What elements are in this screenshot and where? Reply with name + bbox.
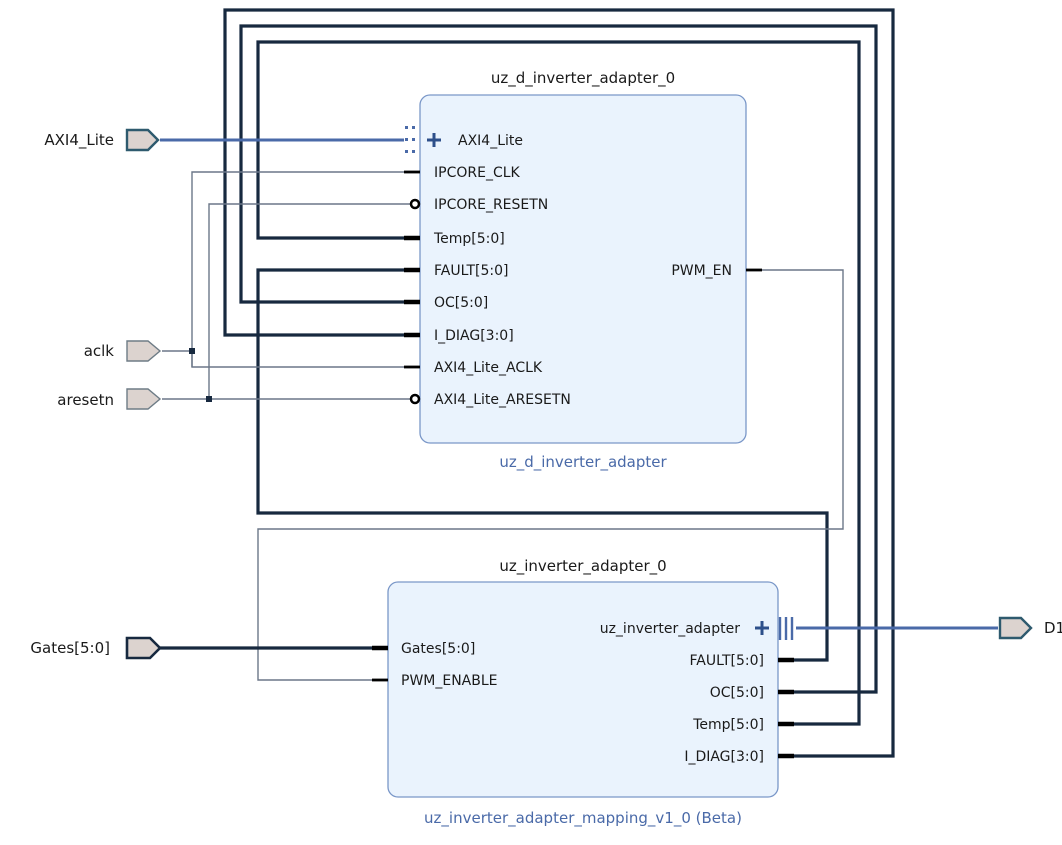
block-instance-name: uz_d_inverter_adapter_0 [491,69,675,88]
pin-label: IPCORE_CLK [434,165,521,181]
pin-oc[interactable]: OC[5:0] [404,295,488,311]
pin-pwm-enable[interactable]: PWM_ENABLE [372,673,498,689]
ext-port-aclk[interactable]: aclk [84,340,162,362]
net-aresetn-to-ipcore-resetn[interactable] [208,203,412,399]
port-label: AXI4_Lite [44,131,114,150]
port-label: D1 [1044,619,1062,637]
pin-fault-out[interactable]: FAULT[5:0] [690,653,794,669]
pin-i-diag[interactable]: I_DIAG[3:0] [404,328,514,344]
block-uz-inverter-adapter-0[interactable]: uz_inverter_adapter_0 uz_inverter_adapte… [372,557,794,828]
port-label: Gates[5:0] [30,639,110,657]
port-label: aresetn [57,391,114,409]
pin-gates[interactable]: Gates[5:0] [372,641,475,657]
block-body[interactable] [387,581,779,798]
net-aclk-to-axi-aclk[interactable] [191,351,416,368]
expand-plus-icon[interactable] [755,621,769,635]
pin-label: FAULT[5:0] [690,653,764,669]
pin-label: PWM_EN [671,263,732,279]
ext-port-d1[interactable]: D1 [998,616,1062,640]
net-pwm-en[interactable] [257,269,844,681]
aresetn-junction [206,396,212,402]
pin-ipcore-clk[interactable]: IPCORE_CLK [404,165,521,181]
block-instance-name: uz_inverter_adapter_0 [499,557,666,576]
interface-bus-connector-icon [778,617,794,640]
expand-plus-icon[interactable] [427,133,441,147]
block-module-name: uz_inverter_adapter_mapping_v1_0 (Beta) [424,809,742,828]
net-temp[interactable] [256,40,861,726]
pin-axi4-lite-aclk[interactable]: AXI4_Lite_ACLK [404,360,543,376]
pin-pwm-en[interactable]: PWM_EN [671,263,762,279]
ext-port-aresetn[interactable]: aresetn [57,388,162,410]
pin-label: OC[5:0] [434,295,488,311]
ext-port-axi4-lite[interactable]: AXI4_Lite [44,128,160,152]
pin-label: Temp[5:0] [692,717,764,733]
input-port-icon [126,388,162,410]
pin-label: I_DIAG[3:0] [434,328,514,344]
pin-label: PWM_ENABLE [401,673,498,689]
aclk-junction [189,348,195,354]
pin-label: uz_inverter_adapter [600,621,741,637]
input-port-icon [125,128,160,152]
pin-label: Temp[5:0] [433,231,505,247]
pin-fault[interactable]: FAULT[5:0] [404,263,508,279]
input-port-icon [125,636,162,660]
active-low-bubble-icon [409,393,421,405]
pin-i-diag-out[interactable]: I_DIAG[3:0] [684,749,794,765]
block-uz-d-inverter-adapter-0[interactable]: uz_d_inverter_adapter_0 uz_d_inverter_ad… [404,69,762,472]
pin-label: OC[5:0] [710,685,764,701]
pin-temp[interactable]: Temp[5:0] [404,231,505,247]
block-module-name: uz_d_inverter_adapter [499,453,667,472]
input-port-icon [126,340,162,362]
pin-oc-out[interactable]: OC[5:0] [710,685,794,701]
ext-port-gates[interactable]: Gates[5:0] [30,636,162,660]
pin-label: Gates[5:0] [401,641,475,657]
active-low-bubble-icon [409,198,421,210]
output-port-icon [998,616,1033,640]
pin-label: FAULT[5:0] [434,263,508,279]
net-aclk-to-ipcore-clk[interactable] [191,171,416,367]
pin-axi4-lite[interactable]: AXI4_Lite [405,126,523,153]
net-fault[interactable] [256,268,829,662]
pin-label: I_DIAG[3:0] [684,749,764,765]
pin-uz-inverter-adapter-interface[interactable]: uz_inverter_adapter [600,617,794,640]
pin-axi4-lite-aresetn[interactable]: AXI4_Lite_ARESETN [409,392,571,408]
pin-ipcore-resetn[interactable]: IPCORE_RESETN [409,197,548,213]
pin-label: IPCORE_RESETN [434,197,548,213]
pin-temp-out[interactable]: Temp[5:0] [692,717,794,733]
pin-label: AXI4_Lite_ACLK [434,360,543,376]
pin-label: AXI4_Lite [458,133,523,149]
interface-connector-icon [405,126,415,153]
pin-label: AXI4_Lite_ARESETN [434,392,571,408]
port-label: aclk [84,342,115,360]
